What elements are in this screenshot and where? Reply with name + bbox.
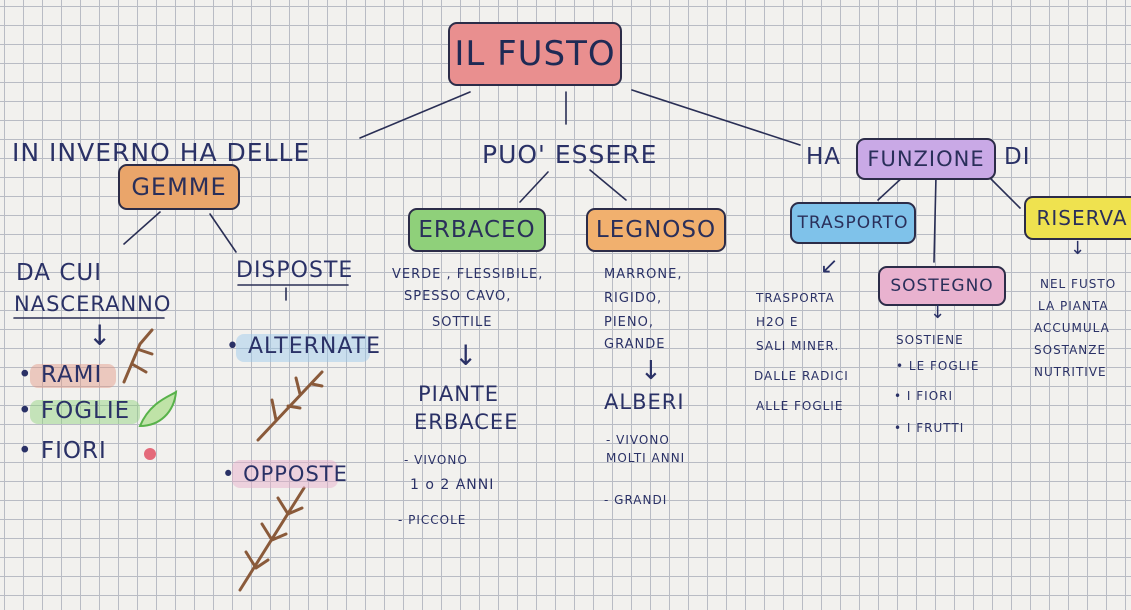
funzione-label: FUNZIONE: [867, 147, 985, 171]
middle-intro: PUO' ESSERE: [482, 140, 658, 169]
legnoso-desc-3: PIENO,: [604, 315, 654, 330]
line-title-left: [359, 91, 471, 139]
funzione-box: FUNZIONE: [856, 138, 996, 180]
line-gemme-right: [209, 213, 237, 253]
riserva-desc-5: NUTRITIVE: [1034, 365, 1107, 379]
erbaceo-desc-2: SPESSO CAVO,: [404, 289, 512, 304]
sostegno-desc-2: • LE FOGLIE: [896, 359, 980, 373]
line-puo-legnoso: [589, 169, 627, 201]
foglie-leaf-drawing: [138, 389, 178, 428]
riserva-desc-2: LA PIANTA: [1038, 299, 1109, 313]
right-intro-post: DI: [1004, 144, 1031, 170]
sostegno-box: SOSTEGNO: [878, 266, 1006, 306]
sostegno-desc-4: • I FRUTTI: [894, 421, 965, 435]
erbaceo-result-2: ERBACEE: [414, 410, 519, 434]
opposte-highlight: [232, 460, 338, 488]
legnoso-desc-4: GRANDE: [604, 337, 666, 352]
line-puo-erbaceo: [519, 171, 549, 203]
trasporto-label: TRASPORTO: [797, 213, 909, 233]
item-alternate: • ALTERNATE: [226, 334, 382, 359]
erbaceo-note-2: 1 o 2 ANNI: [410, 477, 495, 493]
trasporto-box: TRASPORTO: [790, 202, 916, 244]
erbaceo-label: ERBACEO: [418, 217, 536, 243]
gemme-label: GEMME: [131, 173, 227, 201]
disposte-heading: DISPOSTE: [236, 258, 354, 283]
foglie-label: FOGLIE: [40, 398, 131, 424]
riserva-desc-3: ACCUMULA: [1034, 321, 1110, 335]
erbaceo-result-1: PIANTE: [418, 382, 500, 406]
erbaceo-desc-1: VERDE , FLESSIBILE,: [392, 267, 544, 282]
riserva-desc-1: NEL FUSTO: [1040, 277, 1117, 291]
line-funz-trasporto: [877, 175, 905, 201]
riserva-label: RISERVA: [1036, 206, 1128, 230]
sostegno-desc-1: SOSTIENE: [896, 333, 964, 347]
branch1-line1: DA CUI: [16, 260, 103, 286]
legnoso-note-3: - GRANDI: [604, 493, 668, 507]
alternate-label: ALTERNATE: [247, 334, 382, 359]
line-funz-riserva: [987, 175, 1021, 209]
trasporto-desc-1: TRASPORTA: [756, 291, 835, 305]
fiori-label: FIORI: [40, 438, 107, 464]
trasporto-arrow: ↙: [820, 254, 840, 279]
right-intro-pre: HA: [806, 144, 842, 170]
trasporto-desc-5: ALLE FOGLIE: [756, 399, 844, 413]
legnoso-note-2: MOLTI ANNI: [606, 451, 686, 465]
legnoso-desc-1: MARRONE,: [604, 267, 683, 282]
legnoso-note-1: - VIVONO: [606, 433, 670, 447]
item-fiori: • FIORI: [18, 438, 107, 464]
trasporto-desc-4: DALLE RADICI: [754, 369, 849, 383]
line-gemme-left: [123, 211, 161, 245]
alternate-highlight: [236, 334, 370, 362]
trasporto-desc-2: H2O E: [756, 315, 799, 329]
riserva-box: RISERVA: [1024, 196, 1131, 240]
branch1-arrow: ↓: [88, 319, 113, 352]
legnoso-result: ALBERI: [604, 390, 685, 414]
fiori-flower-drawing: [144, 448, 156, 460]
opposte-label: OPPOSTE: [243, 462, 348, 486]
erbaceo-note-3: - PICCOLE: [398, 513, 467, 527]
item-rami: • RAMI: [18, 362, 103, 388]
sostegno-desc-3: • I FIORI: [894, 389, 954, 403]
legnoso-arrow: ↓: [640, 356, 663, 386]
sostegno-label: SOSTEGNO: [890, 276, 994, 296]
title-box: IL FUSTO: [448, 22, 622, 86]
rami-highlight: [30, 364, 116, 388]
line-title-right: [631, 89, 801, 146]
opposte-twig-drawing: [238, 486, 306, 592]
erbaceo-desc-3: SOTTILE: [432, 315, 493, 330]
sostegno-arrow: ↓: [930, 302, 947, 323]
gemme-box: GEMME: [118, 164, 240, 210]
left-intro: IN INVERNO HA DELLE: [12, 138, 311, 167]
branch1-line2: NASCERANNO: [14, 292, 172, 316]
erbaceo-box: ERBACEO: [408, 208, 546, 252]
erbaceo-arrow: ↓: [454, 339, 479, 372]
legnoso-desc-2: RIGIDO,: [604, 291, 663, 306]
alternate-twig-drawing: [256, 370, 324, 442]
legnoso-box: LEGNOSO: [586, 208, 726, 252]
legnoso-label: LEGNOSO: [595, 217, 717, 243]
rami-twig-drawing: [122, 328, 154, 384]
trasporto-desc-3: SALI MINER.: [756, 339, 840, 353]
riserva-arrow: ↓: [1070, 238, 1087, 259]
riserva-desc-4: SOSTANZE: [1034, 343, 1107, 357]
item-opposte: • OPPOSTE: [222, 462, 348, 486]
foglie-highlight: [30, 400, 140, 424]
line-funz-sostegno: [933, 175, 937, 263]
page-title: IL FUSTO: [454, 34, 616, 74]
erbaceo-note-1: - VIVONO: [404, 453, 468, 467]
item-foglie: • FOGLIE: [18, 398, 131, 424]
rami-label: RAMI: [40, 362, 103, 388]
